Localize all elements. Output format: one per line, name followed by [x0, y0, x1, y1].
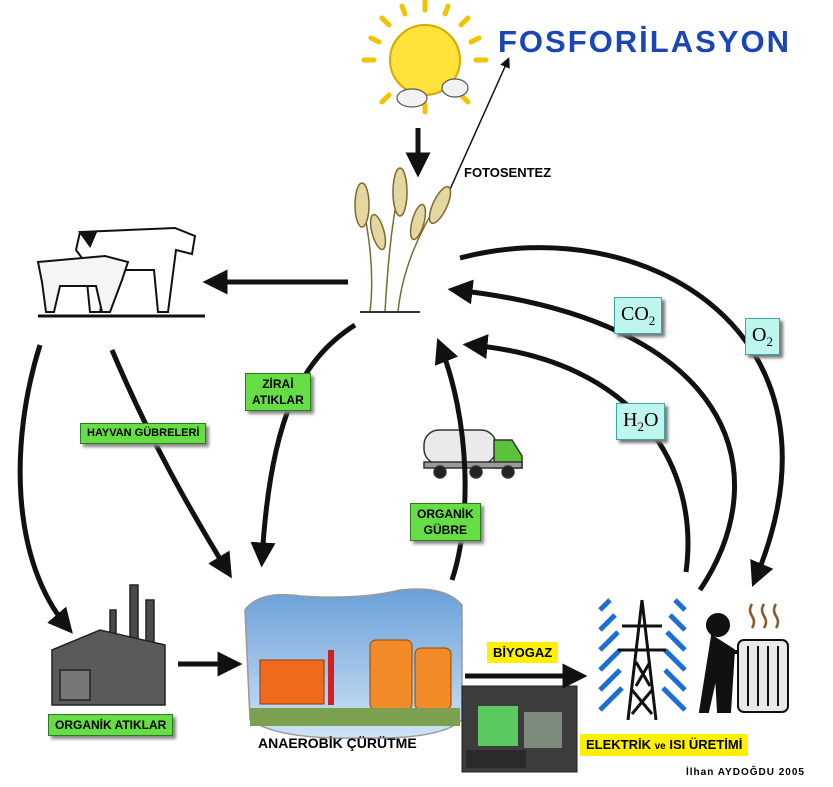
label-heat-production: ISI ÜRETİMİ	[669, 737, 743, 752]
tanker-truck-icon	[423, 429, 523, 479]
label-agricultural-waste-line2: ATIKLAR	[252, 393, 304, 407]
animals-to-digester-arrow	[109, 349, 232, 579]
label-animal-manure: HAYVAN GÜBRELERİ	[80, 423, 207, 444]
heat-to-plant-arrow	[447, 279, 738, 592]
label-organic-fertilizer-line2: GÜBRE	[423, 523, 467, 537]
label-and: ve	[654, 741, 666, 752]
label-h2o: H2O	[616, 403, 666, 440]
label-o2: O2	[745, 318, 780, 355]
power-tower-icon	[598, 598, 687, 721]
factory-icon	[51, 584, 166, 706]
label-photosynthesis: FOTOSENTEZ	[464, 165, 552, 180]
generator-icon	[461, 685, 578, 773]
phosphorylation-arrow	[442, 57, 510, 206]
label-organic-waste: ORGANİK ATIKLAR	[48, 714, 174, 736]
person-heater-icon	[698, 603, 789, 713]
plant-to-heat-arrow	[459, 245, 785, 587]
plant-to-digester-arrow	[250, 322, 357, 568]
author-credit: İlhan AYDOĞDU 2005	[686, 767, 805, 778]
digester-to-plant-arrow	[434, 338, 468, 581]
label-organic-fertilizer-line1: ORGANİK	[417, 507, 474, 521]
label-biogas: BİYOGAZ	[487, 642, 559, 663]
label-anaerobic-digestion: ANAEROBİK ÇÜRÜTME	[258, 735, 417, 751]
sun-icon	[361, 0, 489, 115]
digester-plant-icon	[244, 588, 463, 739]
label-co2: CO2	[614, 297, 663, 334]
wheat-icon	[354, 167, 452, 313]
label-organic-fertilizer: ORGANİK GÜBRE	[410, 503, 481, 541]
label-agricultural-waste-line1: ZİRAİ	[262, 377, 294, 391]
animals-to-factory-arrow	[17, 344, 73, 634]
label-agricultural-waste: ZİRAİ ATIKLAR	[245, 373, 311, 411]
cattle-icon	[36, 226, 205, 318]
label-electricity-heat: ELEKTRİK ve ISI ÜRETİMİ	[580, 734, 749, 756]
title-phosphorylation: FOSFORİLASYON	[498, 24, 791, 59]
label-electricity: ELEKTRİK	[586, 737, 651, 752]
